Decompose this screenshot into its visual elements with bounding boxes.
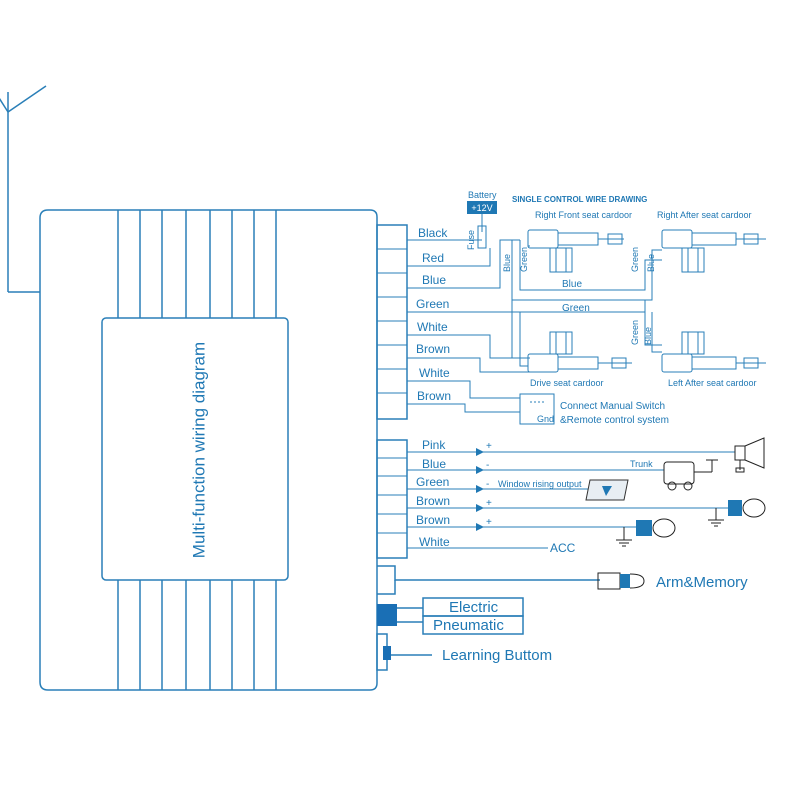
antenna-icon bbox=[0, 85, 47, 293]
wire-label: Blue bbox=[422, 273, 446, 287]
svg-text:&Remote control system: &Remote control system bbox=[560, 415, 669, 426]
svg-text:Connect Manual Switch: Connect Manual Switch bbox=[560, 401, 665, 412]
svg-text:Blue: Blue bbox=[643, 327, 653, 345]
svg-text:-: - bbox=[486, 479, 489, 490]
svg-text:+: + bbox=[486, 441, 492, 452]
actuator-drive bbox=[527, 331, 632, 373]
wire-label: Brown bbox=[416, 342, 450, 356]
wire-label: Blue bbox=[422, 457, 446, 471]
window-output-label: Window rising output bbox=[498, 479, 582, 489]
actuator-label: Right Front seat cardoor bbox=[535, 210, 632, 220]
lamp-connector-icon bbox=[708, 498, 766, 527]
module-stripes-top bbox=[117, 210, 277, 318]
control-module: Multi-function wiring diagram bbox=[39, 209, 378, 691]
svg-text:-: - bbox=[486, 460, 489, 471]
wire-label: Brown bbox=[416, 513, 450, 527]
module-title: Multi-function wiring diagram bbox=[189, 342, 208, 558]
lower-connector bbox=[376, 439, 408, 559]
learning-button-label: Learning Buttom bbox=[442, 647, 552, 664]
actuator-left-after bbox=[661, 331, 766, 373]
svg-text:Green: Green bbox=[630, 320, 640, 345]
siren-icon bbox=[734, 437, 765, 473]
svg-text:+12V: +12V bbox=[471, 203, 492, 213]
actuator-harness bbox=[511, 240, 662, 367]
module-stripes-bottom bbox=[117, 580, 277, 690]
svg-text:Fuse: Fuse bbox=[466, 230, 476, 250]
svg-text:Gnd: Gnd bbox=[537, 414, 554, 424]
arm-memory-connector: Arm&Memory bbox=[377, 565, 748, 595]
wire-label: White bbox=[419, 366, 450, 380]
svg-text:Battery: Battery bbox=[468, 190, 497, 200]
wire-label: Black bbox=[418, 226, 448, 240]
svg-text:Green: Green bbox=[630, 247, 640, 272]
learning-button: Learning Buttom bbox=[376, 633, 552, 671]
pneumatic-label: Pneumatic bbox=[433, 617, 504, 634]
lower-wires: + - - + + bbox=[407, 441, 735, 549]
acc-label: ACC bbox=[550, 541, 576, 555]
upper-wires bbox=[407, 239, 530, 413]
wire-label: Brown bbox=[416, 494, 450, 508]
actuator-right-after bbox=[661, 229, 766, 273]
single-control-title: SINGLE CONTROL WIRE DRAWING bbox=[512, 195, 647, 204]
svg-text:+: + bbox=[486, 517, 492, 528]
trunk-release-icon bbox=[663, 459, 718, 491]
battery-icon bbox=[467, 201, 497, 214]
svg-text:Blue: Blue bbox=[646, 254, 656, 272]
actuator-right-front bbox=[527, 229, 624, 273]
wire-label: Brown bbox=[417, 389, 451, 403]
upper-connector bbox=[376, 224, 408, 420]
lower-wire-labels: Pink Blue Green Brown Brown White bbox=[416, 438, 450, 549]
svg-text:Blue: Blue bbox=[502, 254, 512, 272]
upper-wire-labels: Black Red Blue Green White Brown White B… bbox=[416, 226, 451, 403]
harness-label: Blue bbox=[562, 279, 582, 290]
window-motor-icon bbox=[585, 479, 629, 501]
trunk-label: Trunk bbox=[630, 459, 653, 469]
electric-label: Electric bbox=[449, 599, 499, 616]
actuator-label: Left After seat cardoor bbox=[668, 378, 757, 388]
wire-label: White bbox=[419, 535, 450, 549]
actuator-label: Drive seat cardoor bbox=[530, 378, 604, 388]
harness-label: Green bbox=[562, 303, 590, 314]
wire-label: White bbox=[417, 320, 448, 334]
wire-label: Green bbox=[416, 475, 449, 489]
wire-label: Red bbox=[422, 251, 444, 265]
wire-label: Green bbox=[416, 297, 449, 311]
arm-memory-label: Arm&Memory bbox=[656, 574, 748, 591]
svg-text:+: + bbox=[486, 498, 492, 509]
actuator-label: Right After seat cardoor bbox=[657, 210, 752, 220]
led-icon bbox=[616, 518, 676, 547]
wire-label: Pink bbox=[422, 438, 446, 452]
svg-text:Green: Green bbox=[519, 247, 529, 272]
lock-type-selector: Electric Pneumatic bbox=[377, 597, 524, 635]
manual-switch-connector: Gnd Connect Manual Switch &Remote contro… bbox=[519, 393, 669, 426]
battery: Battery +12V Fuse bbox=[466, 190, 497, 250]
